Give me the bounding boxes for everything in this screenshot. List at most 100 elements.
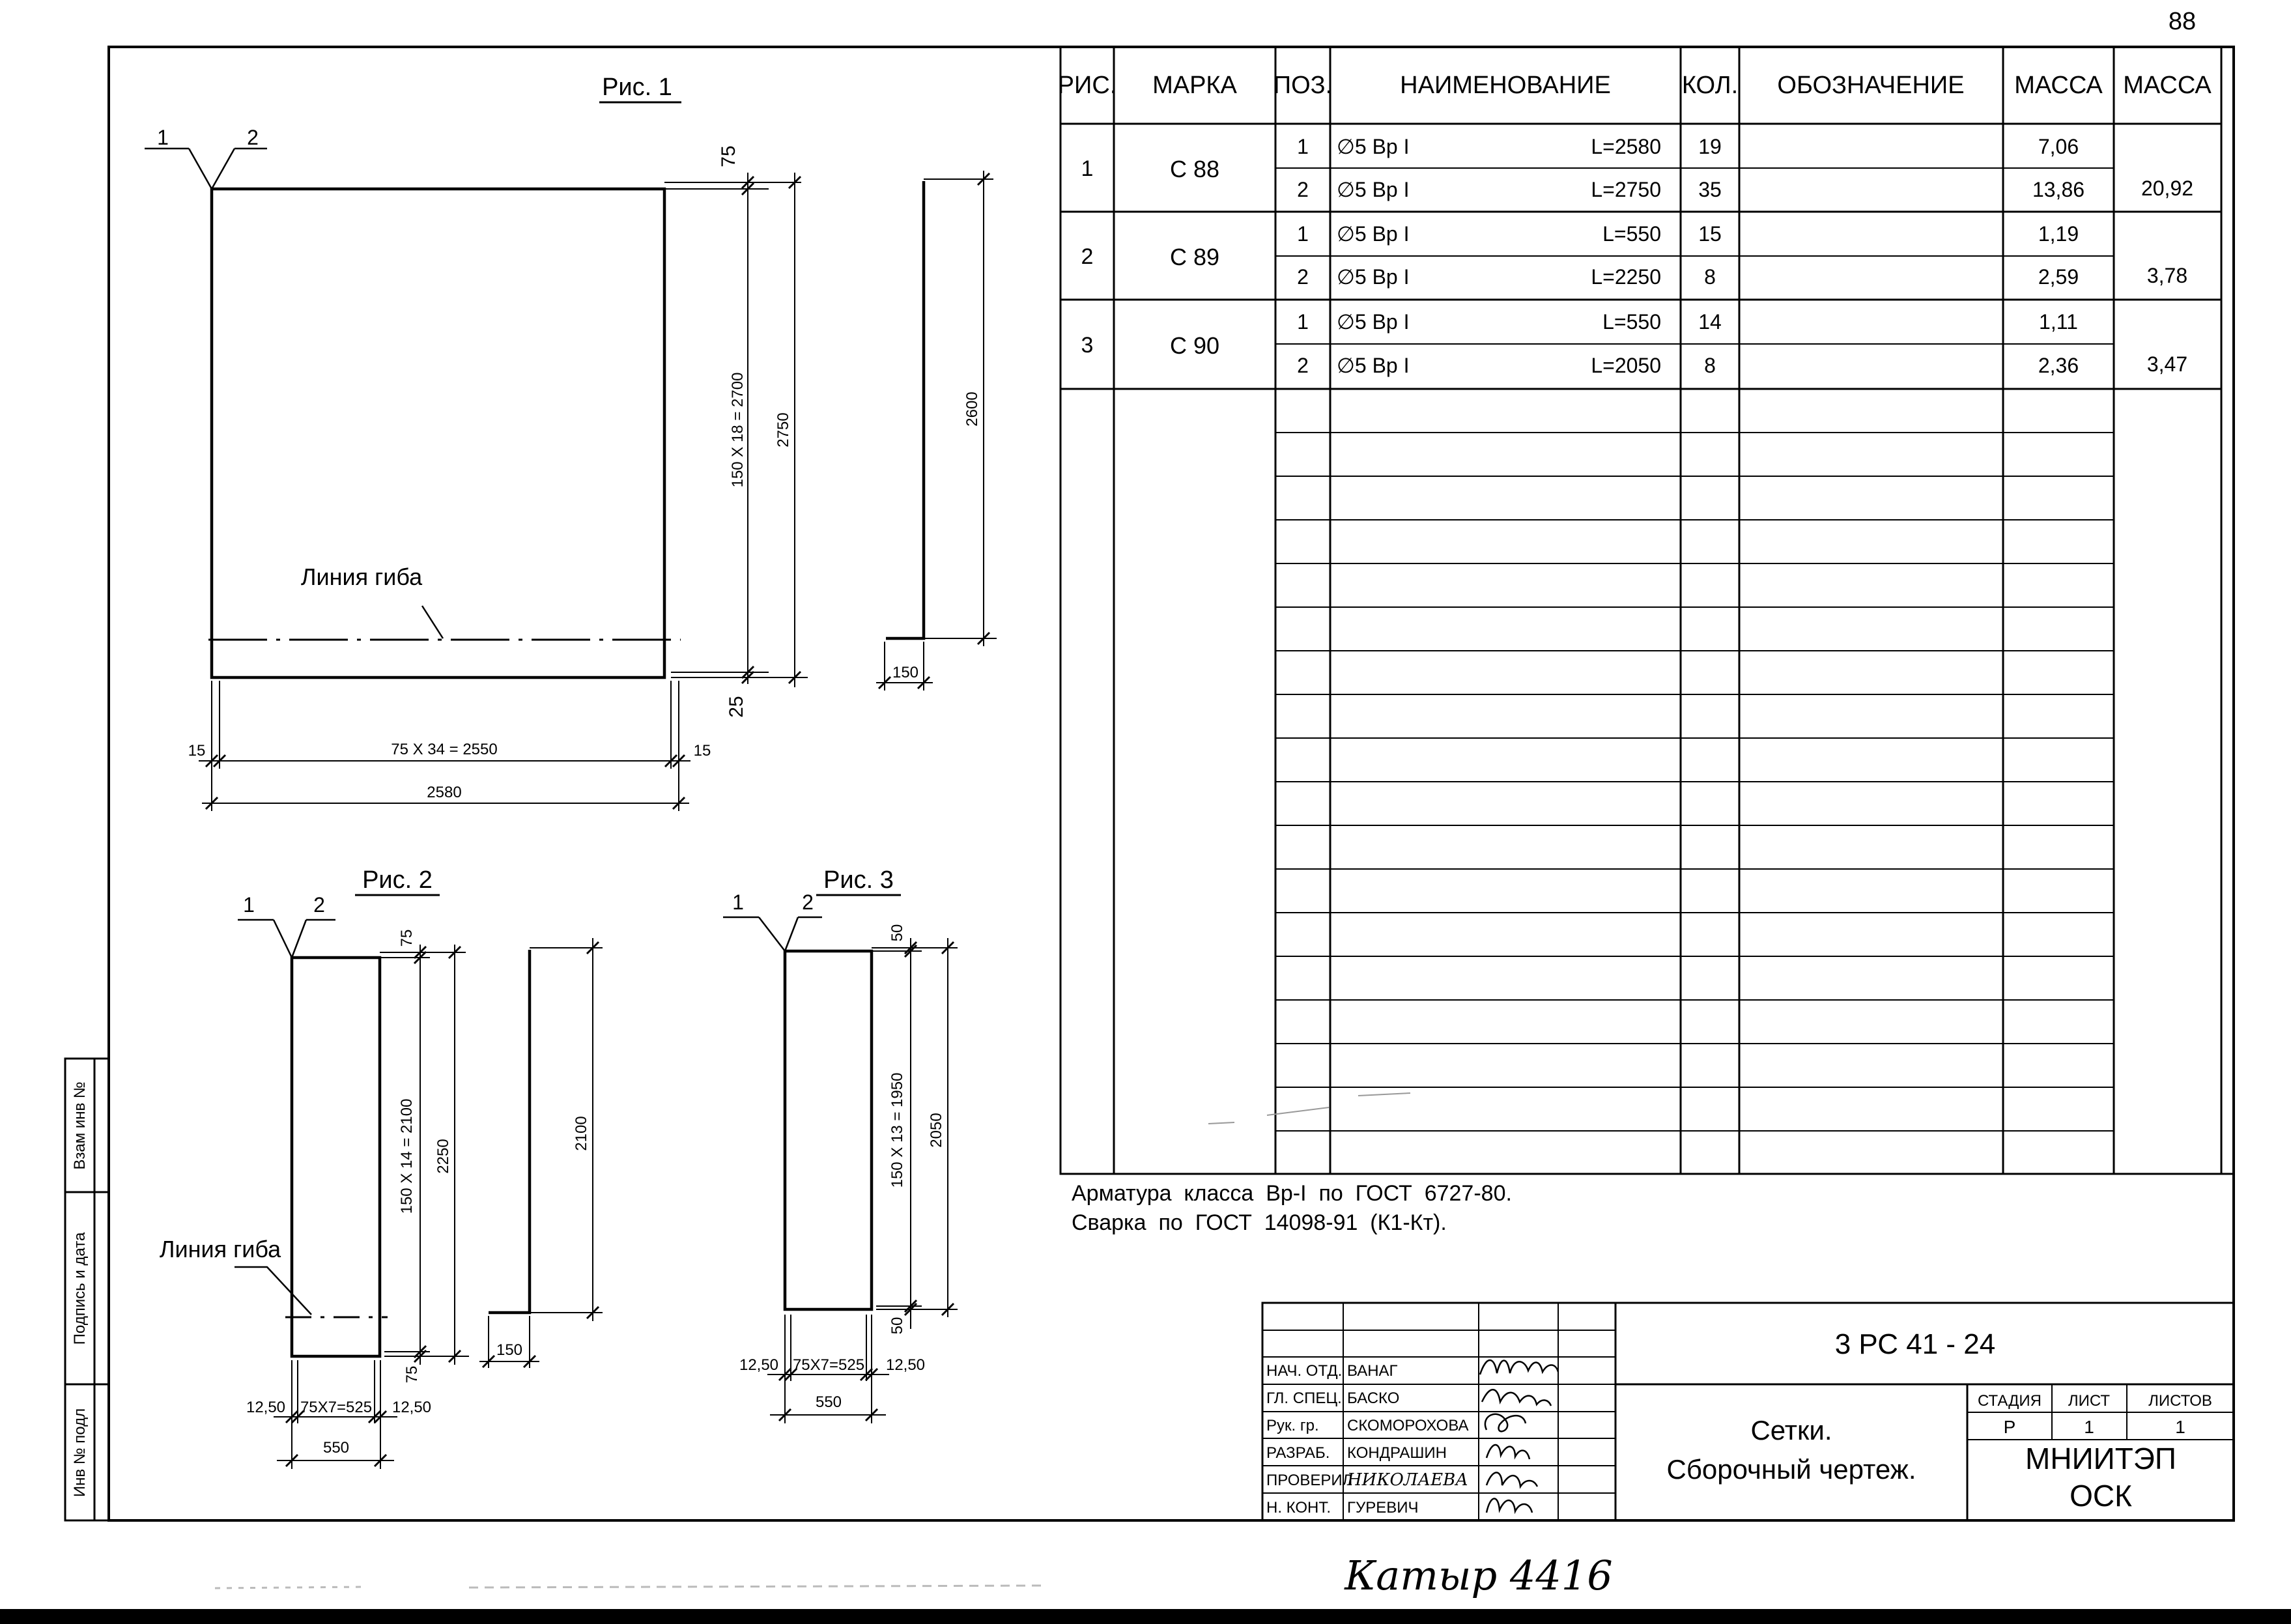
drawing-title-line-2: Сборочный чертеж. — [1666, 1454, 1916, 1485]
sig-name-5: НИКОЛАЕВА — [1346, 1470, 1468, 1490]
g3-r2-pos: 2 — [1297, 354, 1309, 377]
fig2-dim-bottom-offset: 75 — [403, 1366, 421, 1384]
sheet-value: 1 — [2084, 1417, 2094, 1437]
note-line-1: Арматура класса Вр-I по ГОСТ 6727-80. — [1072, 1181, 1512, 1206]
fig2-callout-2: 2 — [313, 893, 325, 917]
g3-r2-mass: 2,36 — [2038, 354, 2079, 377]
g3-r2-name: ∅5 Вр I — [1337, 354, 1409, 377]
g1-r1-qty: 19 — [1698, 135, 1722, 158]
g1-r2-qty: 35 — [1698, 178, 1722, 201]
g1-r2-name: ∅5 Вр I — [1337, 178, 1409, 201]
handwritten-signatures — [1479, 1360, 1559, 1515]
g3-fig: 3 — [1081, 333, 1094, 358]
spec-table: РИС. МАРКА ПОЗ. НАИМЕНОВАНИЕ КОЛ. ОБОЗНА… — [1058, 46, 2234, 1175]
fig1-mesh-outline — [210, 187, 666, 679]
org-line-1: МНИИТЭП — [2025, 1442, 2176, 1475]
g1-r1-mass: 7,06 — [2038, 135, 2079, 158]
g1-r2-length: L=2750 — [1591, 178, 1661, 201]
g3-total-mass: 3,47 — [2147, 352, 2187, 376]
figure-1: Рис. 1 1 2 Линия гиба 75 25 150 X 18 = 2… — [145, 74, 997, 811]
g3-r2-length: L=2050 — [1591, 354, 1661, 377]
title-block: НАЧ. ОТД. ВАНАГ ГЛ. СПЕЦ. БАСКО Рук. гр.… — [1261, 1302, 2235, 1522]
g2-r2-qty: 8 — [1704, 265, 1716, 289]
g2-r2-pos: 2 — [1297, 265, 1309, 289]
fig1-dim-edge-left: 15 — [188, 742, 206, 760]
g1-r1-pos: 1 — [1297, 135, 1309, 158]
g2-r1-mass: 1,19 — [2038, 222, 2079, 246]
sheets-value: 1 — [2175, 1417, 2185, 1437]
sig-role-3: Рук. гр. — [1266, 1417, 1319, 1434]
sig-role-5: ПРОВЕРИЛ — [1266, 1472, 1352, 1489]
fig3-dim-pitch-vertical: 150 X 13 = 1950 — [889, 1073, 906, 1188]
figure-2: Рис. 2 1 2 Линия гиба 75 75 150 X 14 = 2… — [160, 866, 603, 1469]
fig3-dim-edge-left: 12,50 — [739, 1356, 778, 1374]
drawing-code: 3 РС 41 - 24 — [1835, 1328, 1996, 1360]
fig2-dim-edge-right: 12,50 — [392, 1399, 431, 1416]
g2-r2-mass: 2,59 — [2038, 265, 2079, 289]
g2-total-mass: 3,78 — [2147, 264, 2187, 287]
fig2-side-profile — [489, 950, 532, 1315]
fig2-dim-edge-left: 12,50 — [246, 1399, 285, 1416]
fig3-callout-2: 2 — [802, 890, 814, 914]
side-stamp-field-3: Инв № подл — [71, 1408, 89, 1497]
fig1-callout-2: 2 — [247, 126, 259, 149]
sheets-label: ЛИСТОВ — [2148, 1392, 2212, 1410]
fig3-mesh-outline — [783, 949, 874, 1311]
fig1-title: Рис. 1 — [602, 74, 672, 101]
g3-r1-name: ∅5 Вр I — [1337, 310, 1409, 334]
sig-name-3: СКОМОРОХОВА — [1347, 1417, 1469, 1434]
fig2-dim-side-height: 2100 — [573, 1116, 590, 1150]
fig2-dim-height: 2250 — [434, 1139, 452, 1173]
fig2-dim-pitch-vertical: 150 X 14 = 2100 — [398, 1099, 416, 1214]
sig-role-4: РАЗРАБ. — [1266, 1444, 1330, 1462]
fig2-dim-top-offset: 75 — [398, 930, 416, 947]
side-stamp-field-2: Подпись и дата — [71, 1232, 89, 1345]
g2-r1-qty: 15 — [1698, 222, 1722, 246]
g2-r2-length: L=2250 — [1591, 265, 1661, 289]
side-stamp-field-1: Взам инв № — [71, 1081, 89, 1169]
th-mark: МАРКА — [1152, 72, 1237, 99]
fig3-dim-pitch-horizontal: 75X7=525 — [793, 1356, 864, 1374]
g3-r2-qty: 8 — [1704, 354, 1716, 377]
sig-name-1: ВАНАГ — [1347, 1362, 1398, 1380]
g3-r1-qty: 14 — [1698, 310, 1722, 334]
sig-name-4: КОНДРАШИН — [1347, 1444, 1447, 1462]
g3-r1-length: L=550 — [1602, 310, 1661, 334]
fig2-dim-side-bend: 150 — [496, 1341, 522, 1359]
th-pos: ПОЗ. — [1274, 72, 1332, 99]
note-line-2: Сварка по ГОСТ 14098-91 (К1-Кт). — [1072, 1210, 1447, 1235]
fig3-dim-top-offset: 50 — [889, 924, 906, 942]
g2-r2-name: ∅5 Вр I — [1337, 265, 1409, 289]
drawing-title-line-1: Сетки. — [1750, 1415, 1832, 1446]
scan-edge-strip — [0, 1609, 2291, 1624]
fig3-dim-bottom-offset: 50 — [889, 1317, 906, 1335]
g2-r1-length: L=550 — [1602, 222, 1661, 246]
th-designation: ОБОЗНАЧЕНИЕ — [1777, 72, 1964, 99]
g1-fig: 1 — [1081, 156, 1094, 181]
side-stamp: Взам инв № Подпись и дата Инв № подл — [64, 1057, 110, 1522]
fig1-callout-1: 1 — [157, 126, 169, 149]
figure-3: Рис. 3 1 2 50 50 150 X 13 = 1950 2050 12… — [723, 866, 958, 1423]
fig3-title: Рис. 3 — [823, 866, 894, 894]
fig3-dim-width: 550 — [816, 1393, 842, 1411]
g1-total-mass: 20,92 — [2141, 177, 2193, 200]
th-mass: МАССА — [2014, 72, 2103, 99]
g2-r1-pos: 1 — [1297, 222, 1309, 246]
g2-r1-name: ∅5 Вр I — [1337, 222, 1409, 246]
fig2-bend-label: Линия гиба — [160, 1236, 281, 1262]
fig1-dim-pitch-horizontal: 75 X 34 = 2550 — [391, 741, 497, 758]
fig1-bend-label: Линия гиба — [301, 563, 423, 590]
g1-r2-pos: 2 — [1297, 178, 1309, 201]
fig3-dim-height: 2050 — [928, 1113, 945, 1147]
page-number: 88 — [2169, 8, 2196, 35]
sig-role-6: Н. КОНТ. — [1266, 1499, 1331, 1517]
sig-name-2: БАСКО — [1347, 1389, 1399, 1407]
fig1-dim-top-offset: 75 — [718, 145, 739, 167]
th-name: НАИМЕНОВАНИЕ — [1400, 72, 1611, 99]
fig1-dim-width: 2580 — [427, 784, 461, 801]
org-line-2: ОСК — [2070, 1479, 2132, 1513]
g1-r2-mass: 13,86 — [2032, 178, 2085, 201]
g1-mark: С 88 — [1170, 156, 1219, 182]
th-qty: КОЛ. — [1682, 72, 1738, 99]
fig3-callout-1: 1 — [732, 890, 744, 914]
